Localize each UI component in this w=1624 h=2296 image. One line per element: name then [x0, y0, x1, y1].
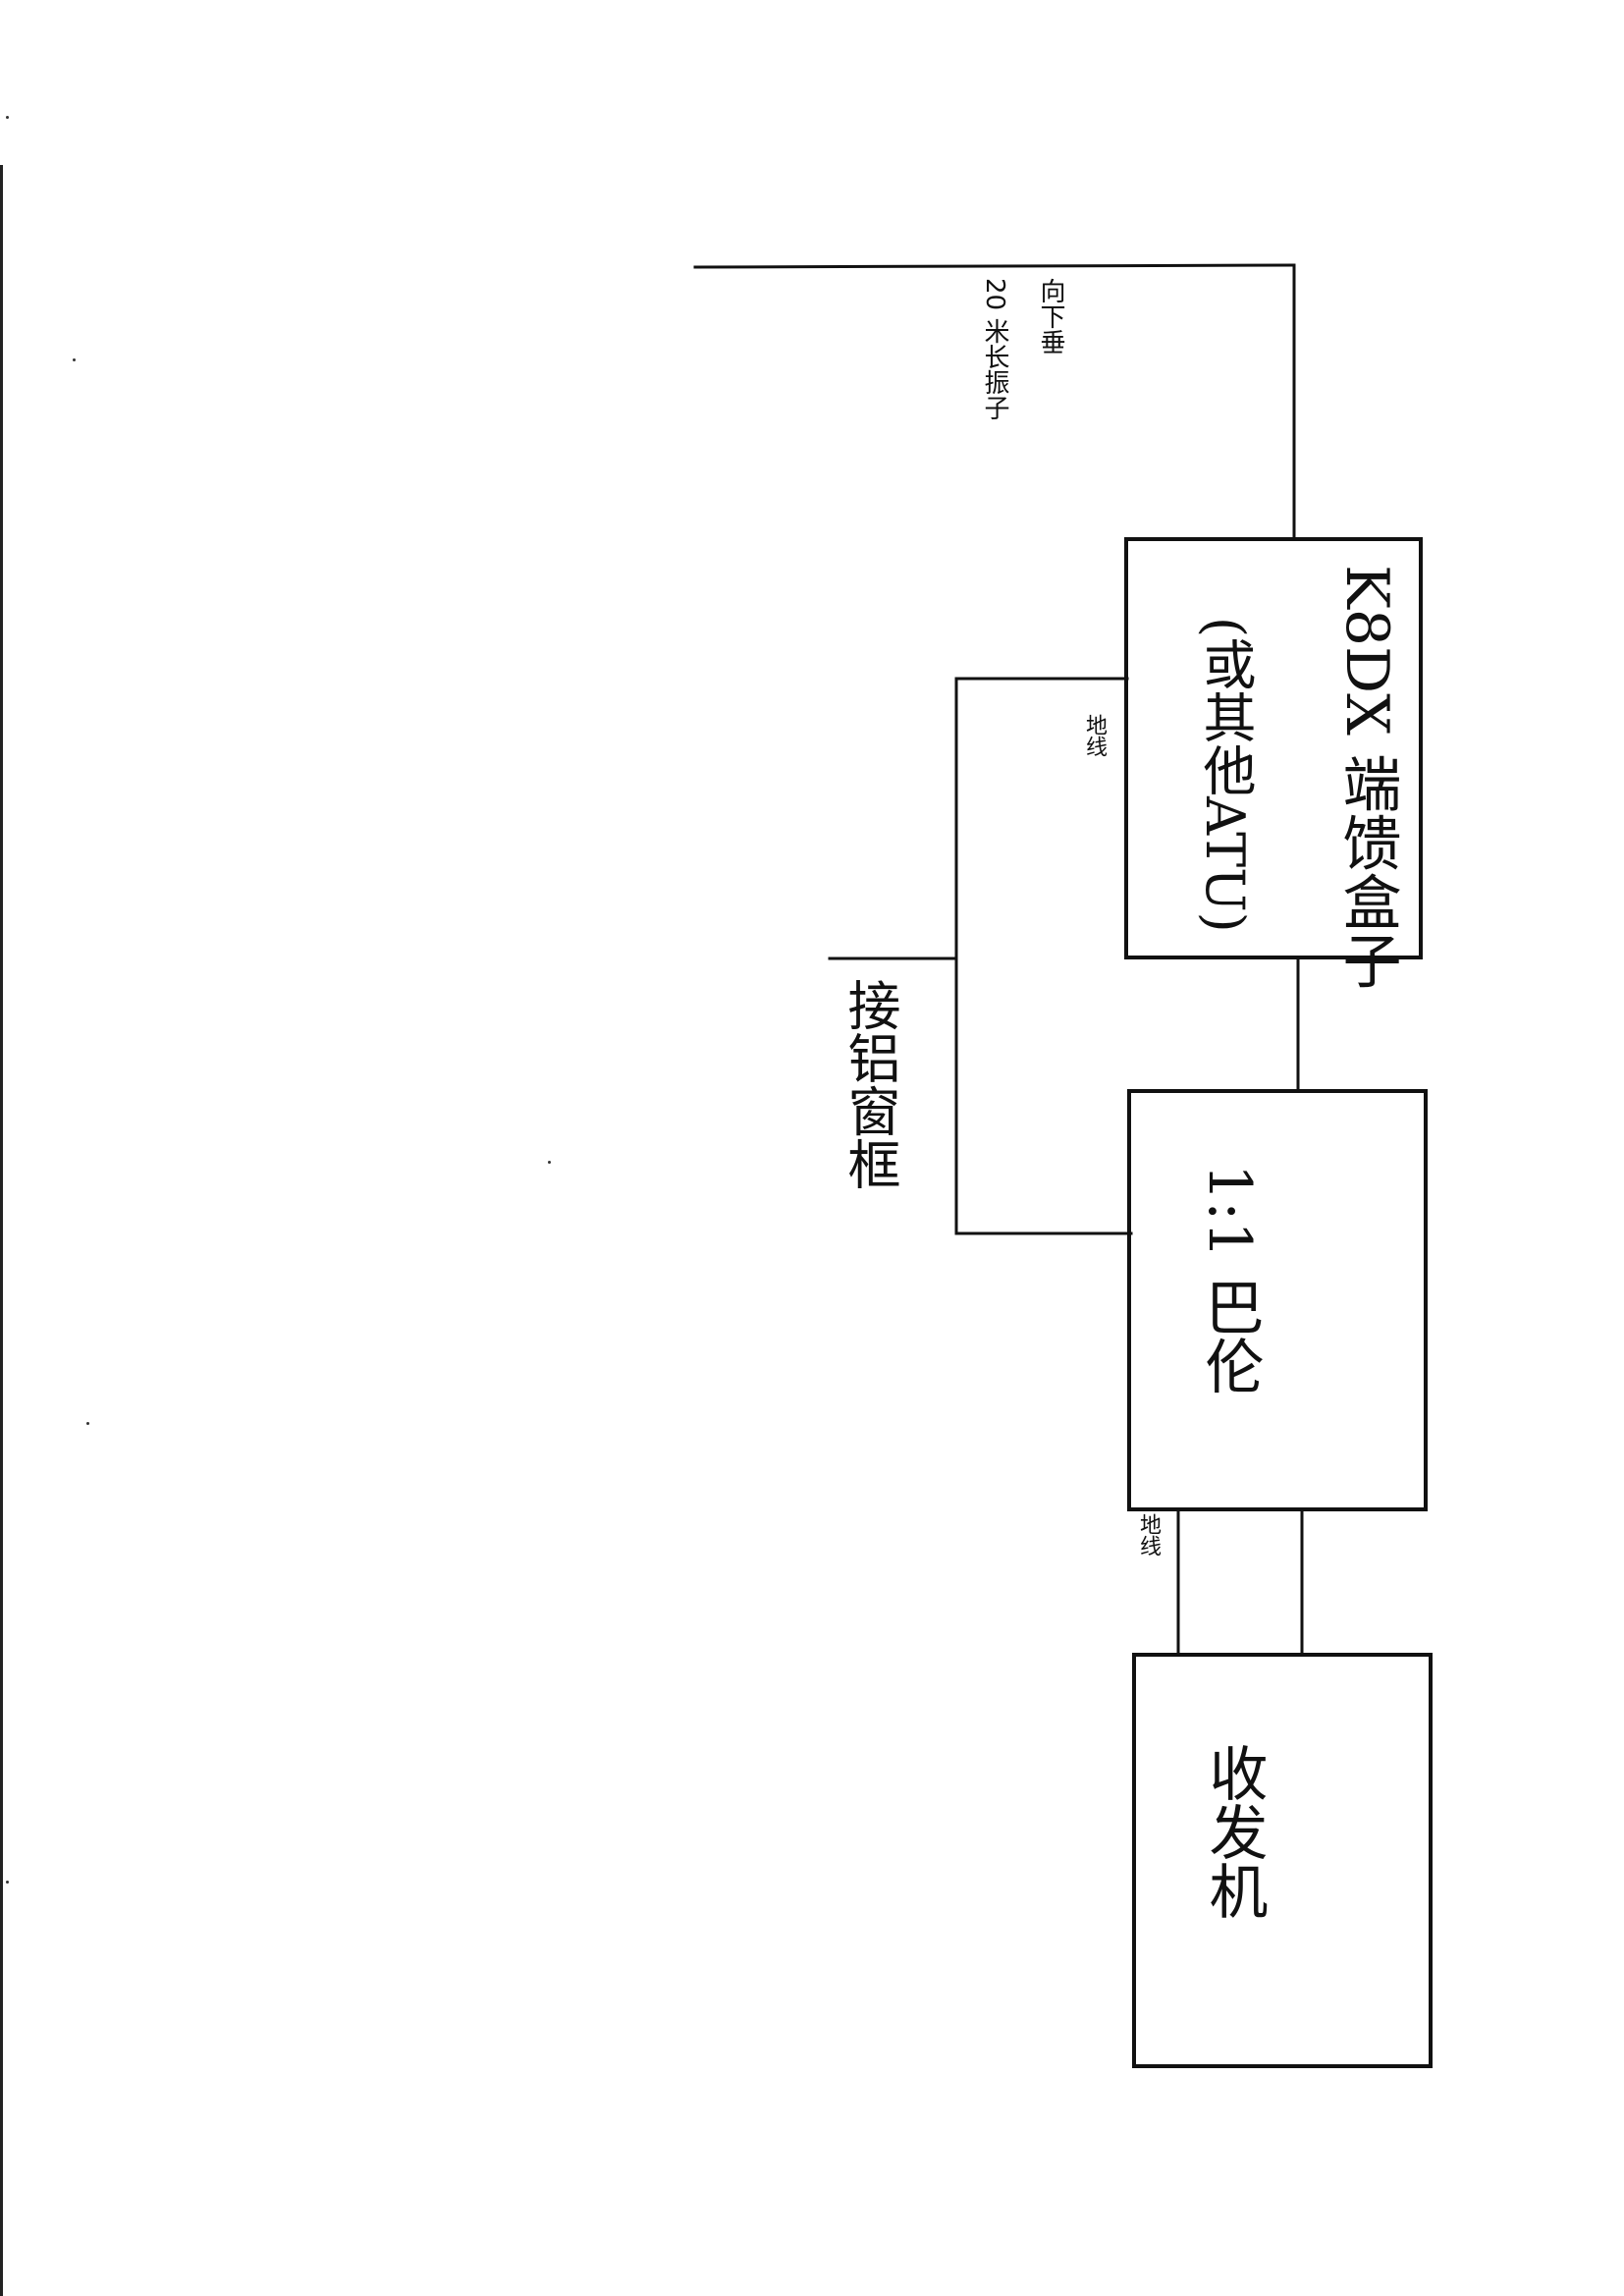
scan-speck — [6, 116, 9, 119]
ground-wire-label-balun: 地线 — [1136, 1513, 1161, 1557]
scan-edge-line — [0, 165, 3, 2296]
atu-box-subtitle: (或其他ATU) — [1194, 617, 1256, 933]
scan-speck — [6, 1881, 9, 1884]
balun-label: 1:1 巴伦 — [1195, 1164, 1264, 1395]
dipole-label-line2: 20 米长振子 — [980, 278, 1009, 421]
transceiver-box — [1132, 1653, 1433, 2068]
atu-box — [1124, 537, 1423, 959]
dipole-label-line1: 向下垂 — [1036, 278, 1065, 355]
scan-speck — [86, 1422, 89, 1425]
atu-box-title: K8DX 端馈盒子 — [1332, 565, 1401, 990]
window-frame-label: 接铝窗框 — [839, 978, 900, 1190]
scan-speck — [548, 1161, 551, 1164]
transceiver-label: 收发机 — [1199, 1743, 1268, 1920]
radiator-wire-horizontal — [693, 263, 1296, 269]
balun-box — [1127, 1089, 1428, 1511]
ground-wire-label-atu: 地线 — [1082, 714, 1107, 757]
scan-speck — [73, 358, 76, 361]
